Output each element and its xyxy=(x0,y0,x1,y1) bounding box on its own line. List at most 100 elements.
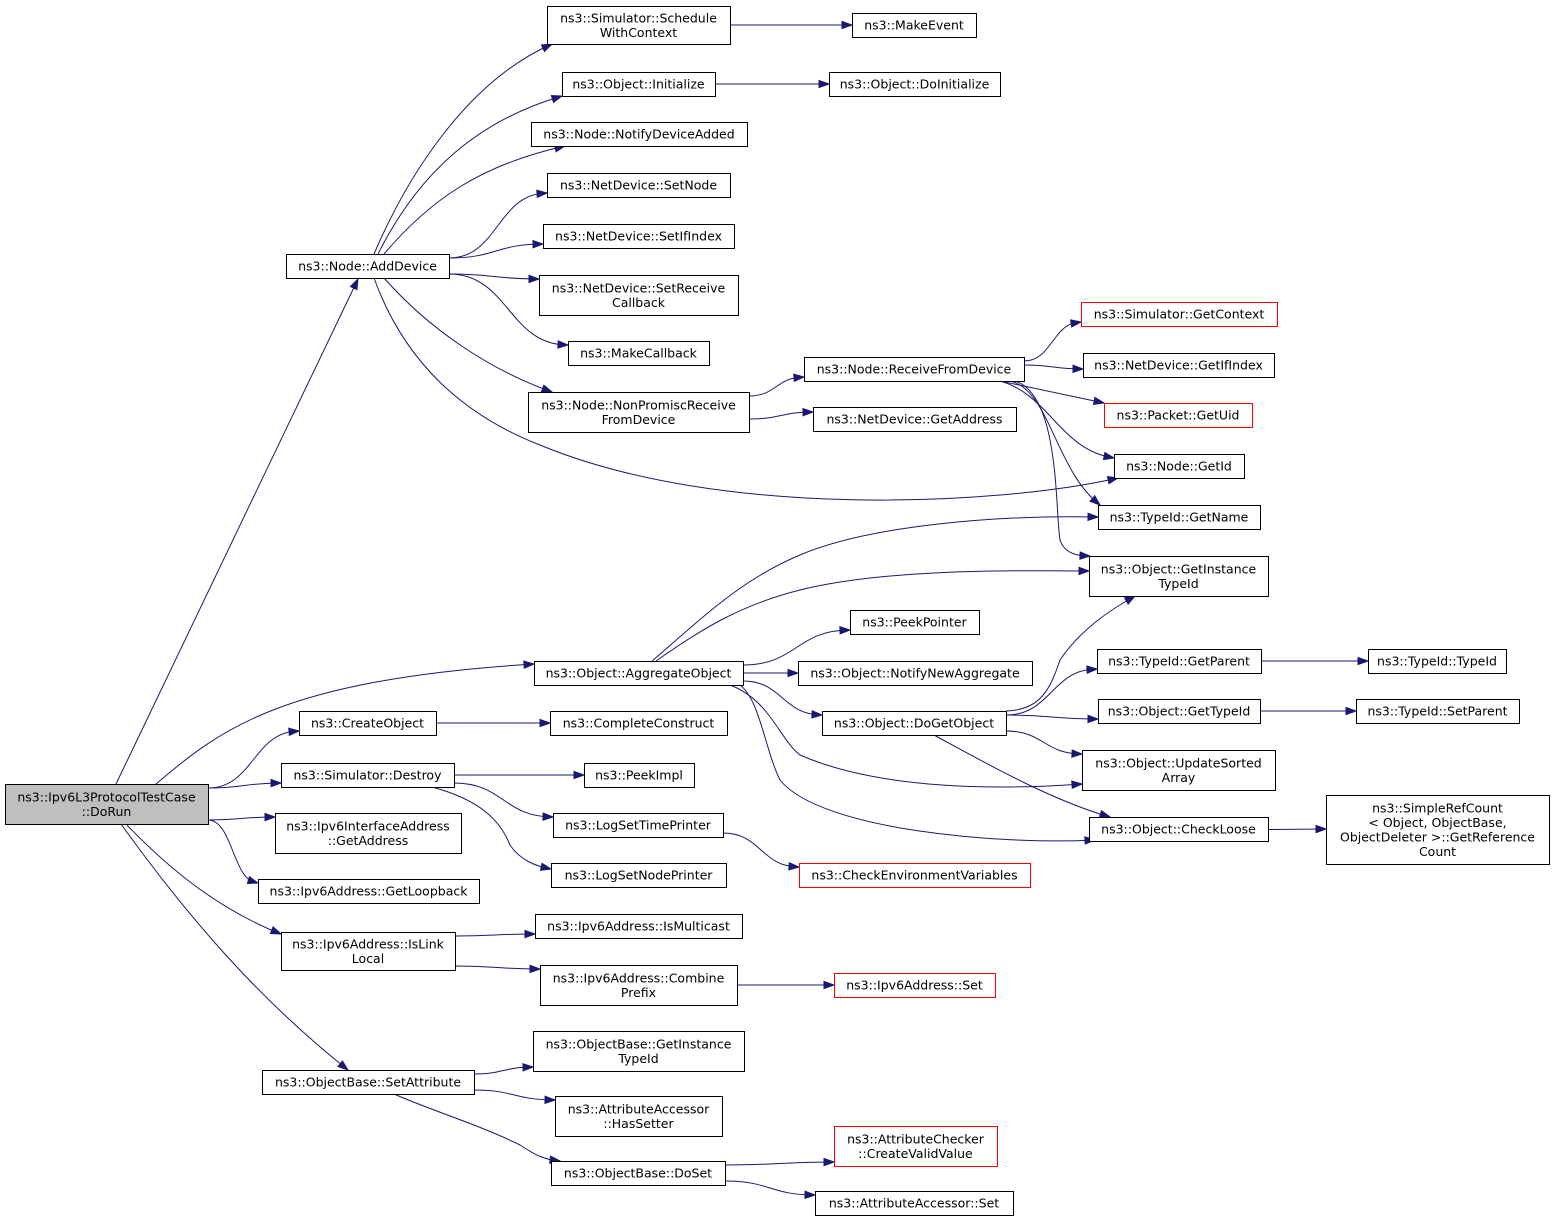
node-doinitialize[interactable]: ns3::Object::DoInitialize xyxy=(829,72,1001,97)
node-adddevice[interactable]: ns3::Node::AddDevice xyxy=(286,254,450,279)
node-dogetobject[interactable]: ns3::Object::DoGetObject xyxy=(822,711,1007,736)
node-label-getifindex-line-1: ns3::NetDevice::GetIfIndex xyxy=(1094,358,1263,373)
edge-line-adddevice-to-setnode xyxy=(448,192,548,259)
node-notifydevice[interactable]: ns3::Node::NotifyDeviceAdded xyxy=(531,122,748,147)
node-getuid[interactable]: ns3::Packet::GetUid xyxy=(1104,403,1253,428)
edge-setattribute-to-objbasegetinst xyxy=(473,1062,535,1075)
edge-nonpromisc-to-getaddress xyxy=(748,407,815,420)
edge-aggregate-to-getinstancetypeid xyxy=(655,566,1091,662)
node-box-getcontext xyxy=(1081,302,1278,327)
node-simdestroy[interactable]: ns3::Simulator::Destroy xyxy=(281,763,455,788)
node-box-createvalid xyxy=(834,1126,998,1167)
edge-line-setattribute-to-hassetter xyxy=(473,1089,556,1101)
edge-line-aggregate-to-peekpointer xyxy=(742,629,851,666)
node-label-setreceive-line-2: Callback xyxy=(612,295,666,310)
node-label-doset-line-1: ns3::ObjectBase::DoSet xyxy=(564,1166,712,1181)
node-getloopback[interactable]: ns3::Ipv6Address::GetLoopback xyxy=(258,879,480,904)
node-getparent[interactable]: ns3::TypeId::GetParent xyxy=(1097,649,1262,674)
node-checkenv[interactable]: ns3::CheckEnvironmentVariables xyxy=(799,863,1031,888)
node-ifaddrget[interactable]: ns3::Ipv6InterfaceAddress::GetAddress xyxy=(275,813,462,854)
edge-line-adddevice-to-setreceive xyxy=(448,273,540,280)
node-label-checkloose-line-1: ns3::Object::CheckLoose xyxy=(1101,822,1256,837)
node-setattribute[interactable]: ns3::ObjectBase::SetAttribute xyxy=(262,1070,475,1095)
edge-logsettime-to-checkenv xyxy=(722,832,801,871)
node-root[interactable]: ns3::Ipv6L3ProtocolTestCase::DoRun xyxy=(5,784,209,825)
arrowhead-aggregate-to-getname xyxy=(1087,512,1100,522)
node-logsettime[interactable]: ns3::LogSetTimePrinter xyxy=(553,813,724,838)
node-label-getname-line-1: ns3::TypeId::GetName xyxy=(1110,510,1249,525)
arrowhead-initialize-to-doinitialize xyxy=(818,79,831,89)
node-box-getrefcount xyxy=(1326,795,1550,865)
node-createobject[interactable]: ns3::CreateObject xyxy=(299,711,437,736)
node-logsetnode[interactable]: ns3::LogSetNodePrinter xyxy=(551,863,727,888)
function-nodes: ns3::Ipv6L3ProtocolTestCase::DoRun ns3::N… xyxy=(5,6,1550,1216)
node-box-getaddress xyxy=(813,407,1017,432)
arrowhead-receivefrom-to-getcontext xyxy=(1069,319,1083,328)
edge-line-logsettime-to-checkenv xyxy=(722,832,800,868)
node-typeidctor[interactable]: ns3::TypeId::TypeId xyxy=(1368,649,1507,674)
edge-line-adddevice-to-schedule xyxy=(373,43,553,255)
node-makecallback[interactable]: ns3::MakeCallback xyxy=(568,341,710,366)
node-box-doset xyxy=(551,1161,726,1186)
node-getname[interactable]: ns3::TypeId::GetName xyxy=(1098,505,1261,530)
node-ipv6set[interactable]: ns3::Ipv6Address::Set xyxy=(834,973,996,998)
node-box-ismulticast xyxy=(535,914,743,939)
node-setnode[interactable]: ns3::NetDevice::SetNode xyxy=(547,173,731,198)
node-getaddress[interactable]: ns3::NetDevice::GetAddress xyxy=(813,407,1017,432)
node-label-typeidctor-line-1: ns3::TypeId::TypeId xyxy=(1377,654,1497,669)
arrowhead-adddevice-to-setreceive xyxy=(528,274,541,284)
edge-receivefrom-to-getifindex xyxy=(1023,364,1085,374)
node-completeconstruct[interactable]: ns3::CompleteConstruct xyxy=(550,711,728,736)
arrowhead-nonpromisc-to-receivefrom xyxy=(793,373,806,383)
node-gettypeid[interactable]: ns3::Object::GetTypeId xyxy=(1098,699,1261,724)
node-makeevent[interactable]: ns3::MakeEvent xyxy=(852,13,977,38)
edge-adddevice-to-nonpromisc xyxy=(383,277,554,393)
arrowhead-root-to-getloopback xyxy=(246,875,260,885)
node-hassetter[interactable]: ns3::AttributeAccessor::HasSetter xyxy=(555,1096,723,1137)
node-accessorset[interactable]: ns3::AttributeAccessor::Set xyxy=(815,1191,1014,1216)
arrowhead-root-to-simdestroy xyxy=(270,778,283,788)
node-peekpointer[interactable]: ns3::PeekPointer xyxy=(850,610,980,635)
edge-adddevice-to-nodegetid xyxy=(373,277,1120,501)
node-label-peekimpl-line-1: ns3::PeekImpl xyxy=(595,768,683,783)
node-label-getrefcount-line-3: ObjectDeleter >::GetReference xyxy=(1340,829,1535,844)
node-receivefrom[interactable]: ns3::Node::ReceiveFromDevice xyxy=(804,357,1025,382)
node-getifindex[interactable]: ns3::NetDevice::GetIfIndex xyxy=(1083,353,1275,378)
node-label-createobject-line-1: ns3::CreateObject xyxy=(311,716,424,731)
node-setifindex[interactable]: ns3::NetDevice::SetIfIndex xyxy=(543,224,735,249)
edge-setattribute-to-doset xyxy=(393,1093,562,1164)
node-label-nonpromisc-line-2: FromDevice xyxy=(602,412,676,427)
node-getrefcount[interactable]: ns3::SimpleRefCount< Object, ObjectBase,… xyxy=(1326,795,1550,865)
node-label-combineprefix-line-1: ns3::Ipv6Address::Combine xyxy=(553,970,725,985)
node-nodegetid[interactable]: ns3::Node::GetId xyxy=(1114,454,1245,479)
node-checkloose[interactable]: ns3::Object::CheckLoose xyxy=(1089,817,1269,842)
node-getcontext[interactable]: ns3::Simulator::GetContext xyxy=(1081,302,1278,327)
node-label-objbasegetinst-line-1: ns3::ObjectBase::GetInstance xyxy=(546,1036,732,1051)
node-createvalid[interactable]: ns3::AttributeChecker::CreateValidValue xyxy=(834,1126,998,1167)
node-doset[interactable]: ns3::ObjectBase::DoSet xyxy=(551,1161,726,1186)
arrowhead-schedule-to-makeevent xyxy=(841,20,854,30)
edge-line-root-to-aggregate xyxy=(155,663,535,785)
node-setparent[interactable]: ns3::TypeId::SetParent xyxy=(1356,699,1520,724)
edge-aggregate-to-checkloose xyxy=(739,684,1097,845)
node-box-combineprefix xyxy=(540,965,738,1006)
arrowhead-aggregate-to-updatesorted xyxy=(1071,780,1084,790)
node-label-doinitialize-line-1: ns3::Object::DoInitialize xyxy=(840,77,990,92)
node-notifynewagg[interactable]: ns3::Object::NotifyNewAggregate xyxy=(798,661,1033,686)
arrowhead-adddevice-to-schedule xyxy=(540,43,554,53)
node-ismulticast[interactable]: ns3::Ipv6Address::IsMulticast xyxy=(535,914,743,939)
node-aggregate[interactable]: ns3::Object::AggregateObject xyxy=(534,661,744,686)
node-peekimpl[interactable]: ns3::PeekImpl xyxy=(584,763,695,788)
edge-line-islinklocal-to-combineprefix xyxy=(454,965,541,970)
node-initialize[interactable]: ns3::Object::Initialize xyxy=(562,72,716,97)
node-box-gettypeid xyxy=(1098,699,1261,724)
